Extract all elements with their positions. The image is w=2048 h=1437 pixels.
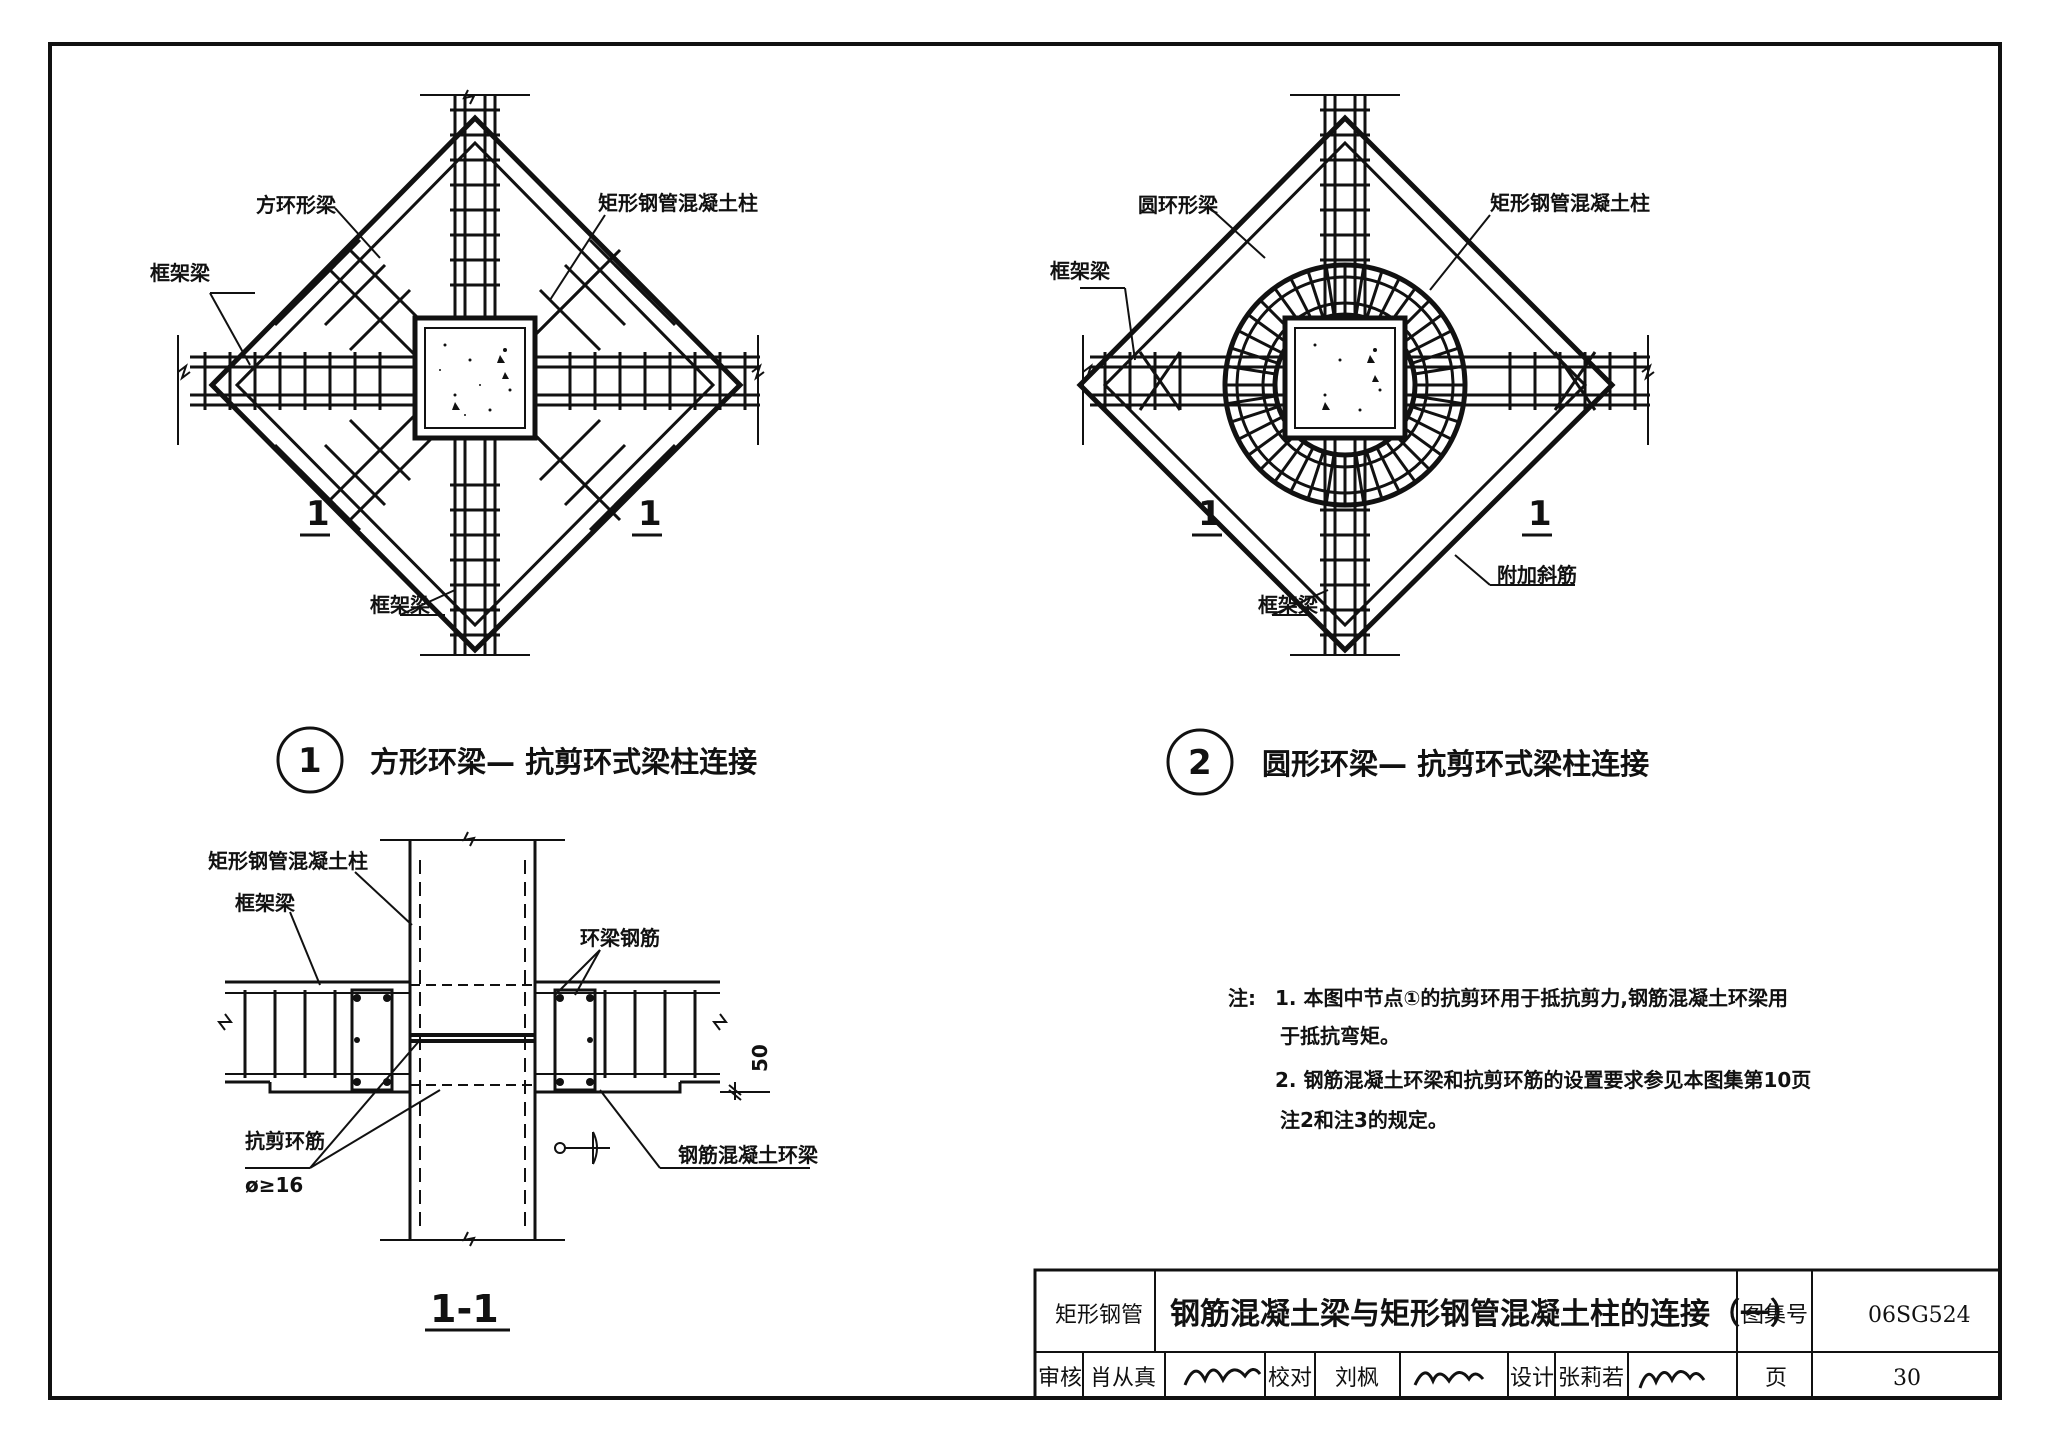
ring-stirrup [1365, 453, 1383, 498]
ring-stirrup [1376, 279, 1400, 322]
tb-designer: 张莉若 [1558, 1366, 1624, 1391]
tb-page-label: 页 [1765, 1366, 1787, 1391]
ring-stirrup [1239, 330, 1282, 354]
ring-stirrup [1239, 416, 1282, 440]
signature-reviewer [1183, 1368, 1262, 1386]
label-frame-beam-section: 框架梁 [235, 891, 296, 915]
ring-stirrup [1413, 405, 1458, 423]
ring-stirrup [1260, 434, 1296, 470]
label-extra-bars: 附加斜筋 [1497, 563, 1577, 587]
section-title: 1-1 [430, 1287, 499, 1331]
detail1-number: 1 [298, 741, 322, 781]
tb-reviewer: 肖从真 [1090, 1366, 1156, 1391]
ring-stirrup [1232, 405, 1277, 423]
ring-stirrup [1402, 314, 1442, 344]
notes-line2: 2. 钢筋混凝土环梁和抗剪环筋的设置要求参见本图集第10页 [1275, 1068, 1811, 1092]
label-column-section: 矩形钢管混凝土柱 [208, 849, 368, 873]
label-frame-beam-left-1: 框架梁 [150, 261, 211, 285]
section-mark-right-1: 1 [638, 494, 662, 534]
tb-review-label: 审核 [1038, 1366, 1082, 1391]
section-mark-left-1: 1 [306, 494, 330, 534]
ring-stirrup [1415, 394, 1462, 405]
tb-page-no: 30 [1893, 1366, 1921, 1391]
ring-stirrup [1408, 416, 1451, 440]
ring-stirrup [1386, 442, 1416, 482]
detail-1-square-ring: 方环形梁 框架梁 矩形钢管混凝土柱 框架梁 1 1 1 方形环梁— 抗剪环式梁柱… [150, 89, 765, 794]
section-mark-left-2: 1 [1198, 494, 1222, 534]
tb-category: 矩形钢管 [1055, 1303, 1143, 1328]
label-frame-beam-bottom-1: 框架梁 [370, 593, 431, 617]
ring-stirrup [1365, 272, 1383, 317]
ring-stirrup [1325, 268, 1336, 315]
label-ring-rebar: 环梁钢筋 [580, 926, 660, 950]
ring-stirrup [1274, 442, 1304, 482]
ring-stirrup [1307, 272, 1325, 317]
label-column-2: 矩形钢管混凝土柱 [1490, 191, 1650, 215]
notes: 注: 1. 本图中节点①的抗剪环用于抵抗剪力,钢筋混凝土环梁用 于抵抗弯矩。 2… [1228, 986, 1811, 1132]
label-square-ring-beam: 方环形梁 [256, 193, 337, 217]
ring-stirrup [1248, 426, 1288, 456]
tb-atlas-label: 图集号 [1742, 1303, 1808, 1328]
ring-stirrup [1354, 268, 1365, 315]
sheet-border [48, 42, 2002, 1400]
label-column-1: 矩形钢管混凝土柱 [598, 191, 758, 215]
label-rc-ring-beam: 钢筋混凝土环梁 [678, 1143, 819, 1167]
title-block: 矩形钢管 钢筋混凝土梁与矩形钢管混凝土柱的连接（一） 图集号 06SG524 审… [1033, 1268, 2002, 1400]
ring-stirrup [1290, 448, 1314, 491]
ring-stirrup [1394, 434, 1430, 470]
signature-checker [1413, 1371, 1485, 1386]
tb-checker: 刘枫 [1335, 1366, 1379, 1391]
detail1-title: 方形环梁— 抗剪环式梁柱连接 [370, 745, 757, 779]
ring-stirrup [1248, 314, 1288, 344]
section-mark-right-2: 1 [1528, 494, 1552, 534]
section-1-1: 50 矩形钢管混凝土柱 框架梁 环梁钢筋 抗剪环筋 ø≥16 钢筋混凝土环梁 1… [208, 831, 819, 1332]
ring-stirrup [1290, 279, 1314, 322]
tb-title: 钢筋混凝土梁与矩形钢管混凝土柱的连接（一） [1170, 1297, 1800, 1332]
ring-stirrup [1376, 448, 1400, 491]
label-shear-ring: 抗剪环筋 [245, 1129, 325, 1153]
ring-stirrup [1307, 453, 1325, 498]
ring-stirrup [1402, 426, 1442, 456]
notes-prefix: 注: [1228, 986, 1256, 1010]
dim-50: 50 [748, 1044, 772, 1072]
ring-stirrup [1228, 394, 1275, 405]
tb-design-label: 设计 [1510, 1366, 1554, 1391]
label-shear-ring-dia: ø≥16 [245, 1173, 303, 1197]
ring-stirrup [1408, 330, 1451, 354]
label-circular-ring-beam: 圆环形梁 [1138, 193, 1219, 217]
notes-line1b: 于抵抗弯矩。 [1280, 1024, 1400, 1048]
label-frame-beam-left-2: 框架梁 [1050, 259, 1111, 283]
signature-designer [1638, 1370, 1706, 1389]
detail2-title: 圆形环梁— 抗剪环式梁柱连接 [1262, 747, 1649, 781]
tb-check-label: 校对 [1268, 1366, 1312, 1391]
notes-line2b: 注2和注3的规定。 [1280, 1108, 1448, 1132]
label-frame-beam-bottom-2: 框架梁 [1258, 593, 1319, 617]
ring-stirrup [1325, 455, 1336, 502]
notes-line1: 1. 本图中节点①的抗剪环用于抵抗剪力,钢筋混凝土环梁用 [1275, 986, 1788, 1010]
ring-stirrup [1354, 455, 1365, 502]
detail-2-circular-ring: 圆环形梁 框架梁 矩形钢管混凝土柱 附加斜筋 框架梁 1 1 2 圆形环梁— 抗… [1050, 94, 1655, 796]
tb-atlas-no: 06SG524 [1868, 1303, 1971, 1328]
detail2-number: 2 [1188, 743, 1212, 783]
